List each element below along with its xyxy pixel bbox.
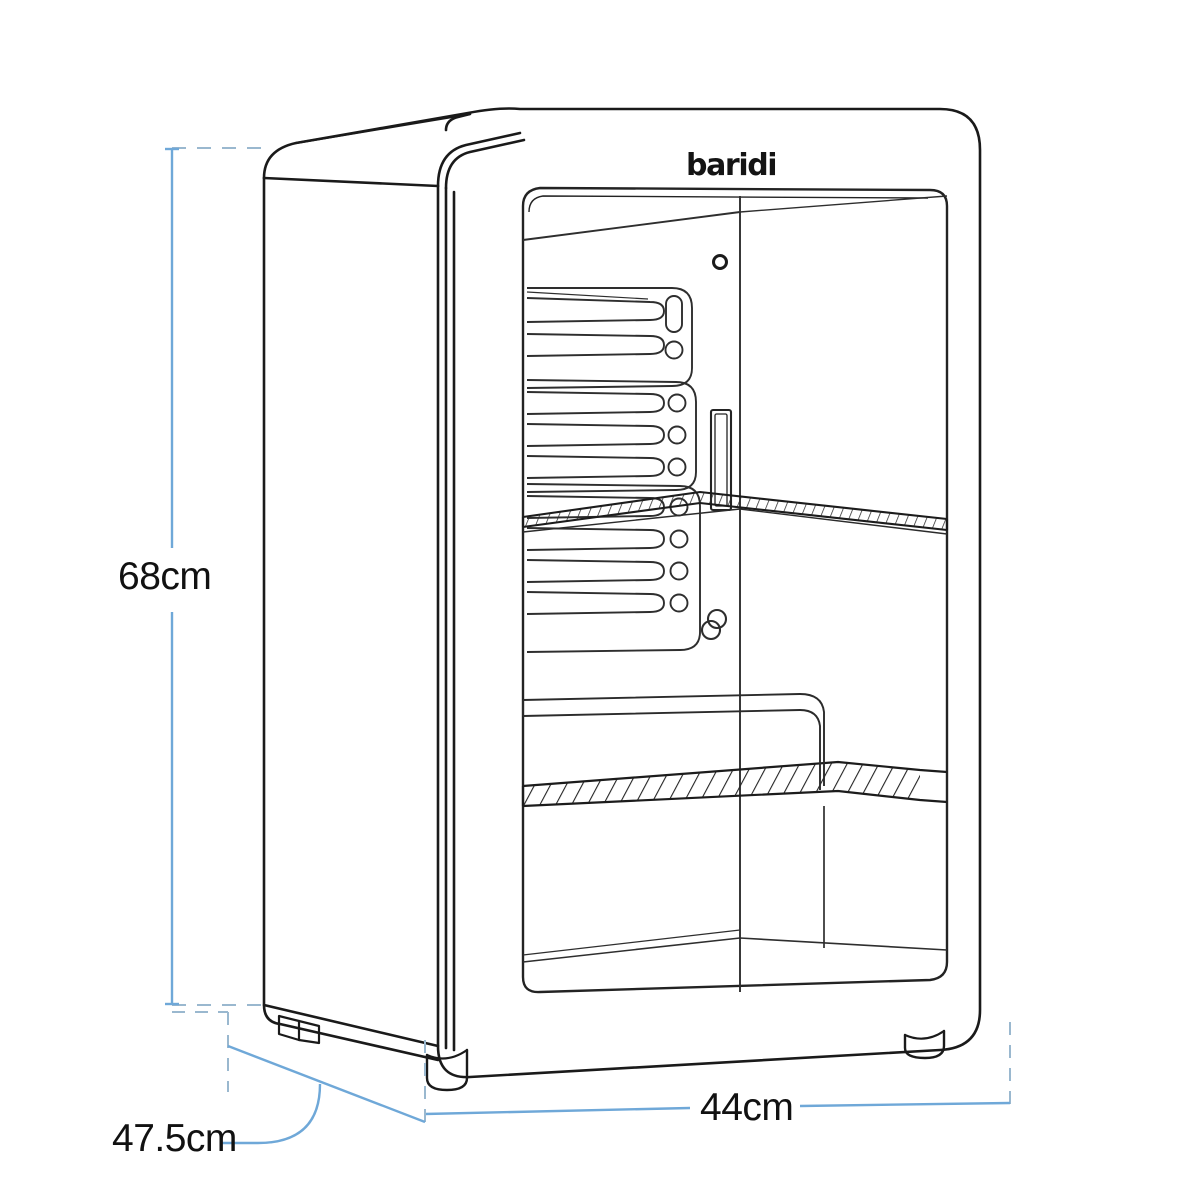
evaporator-rib-panel-middle: [526, 379, 697, 493]
glass-door-window: [521, 186, 949, 994]
shelf-support-ledge: [522, 693, 825, 790]
height-dimension-label: 68cm: [118, 555, 212, 598]
height-dimension: [165, 147, 268, 1006]
brand-logo: baridi: [686, 148, 778, 183]
depth-leader-curve: [222, 1083, 322, 1145]
fridge-interior: [522, 195, 948, 992]
fridge-body-outline: [262, 107, 982, 1092]
wire-shelf-lower: [521, 760, 948, 808]
temperature-sensor-icon: [712, 254, 728, 270]
wire-shelf-upper: [521, 490, 949, 535]
width-dimension-label: 44cm: [700, 1086, 794, 1129]
evaporator-rib-panel-upper: [526, 287, 693, 389]
width-dimension: [424, 1022, 1011, 1116]
depth-dimension-label: 47.5cm: [112, 1117, 237, 1160]
depth-dimension: [172, 1011, 426, 1145]
